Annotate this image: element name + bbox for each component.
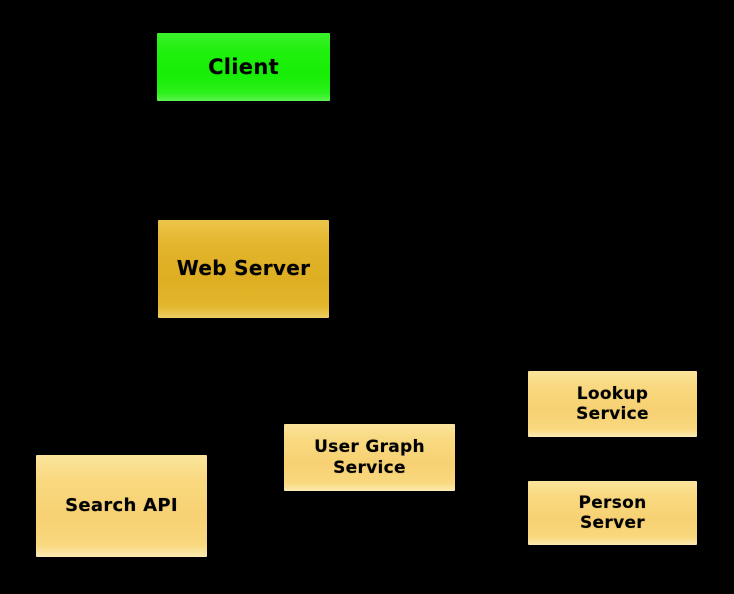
- diagram-node-lookup-service-label: Lookup Service: [576, 383, 649, 424]
- diagram-node-search-api[interactable]: Search API: [36, 455, 207, 557]
- diagram-node-client-label: Client: [208, 54, 279, 79]
- diagram-node-user-graph-service-label: User Graph Service: [314, 437, 425, 478]
- diagram-node-person-server-label: Person Server: [578, 492, 647, 533]
- diagram-node-person-server[interactable]: Person Server: [528, 481, 697, 545]
- diagram-node-search-api-label: Search API: [65, 495, 178, 517]
- diagram-node-web-server[interactable]: Web Server: [158, 220, 329, 318]
- diagram-node-client[interactable]: Client: [157, 33, 330, 101]
- diagram-node-lookup-service[interactable]: Lookup Service: [528, 371, 697, 437]
- diagram-node-user-graph-service[interactable]: User Graph Service: [284, 424, 455, 491]
- diagram-node-web-server-label: Web Server: [176, 256, 311, 281]
